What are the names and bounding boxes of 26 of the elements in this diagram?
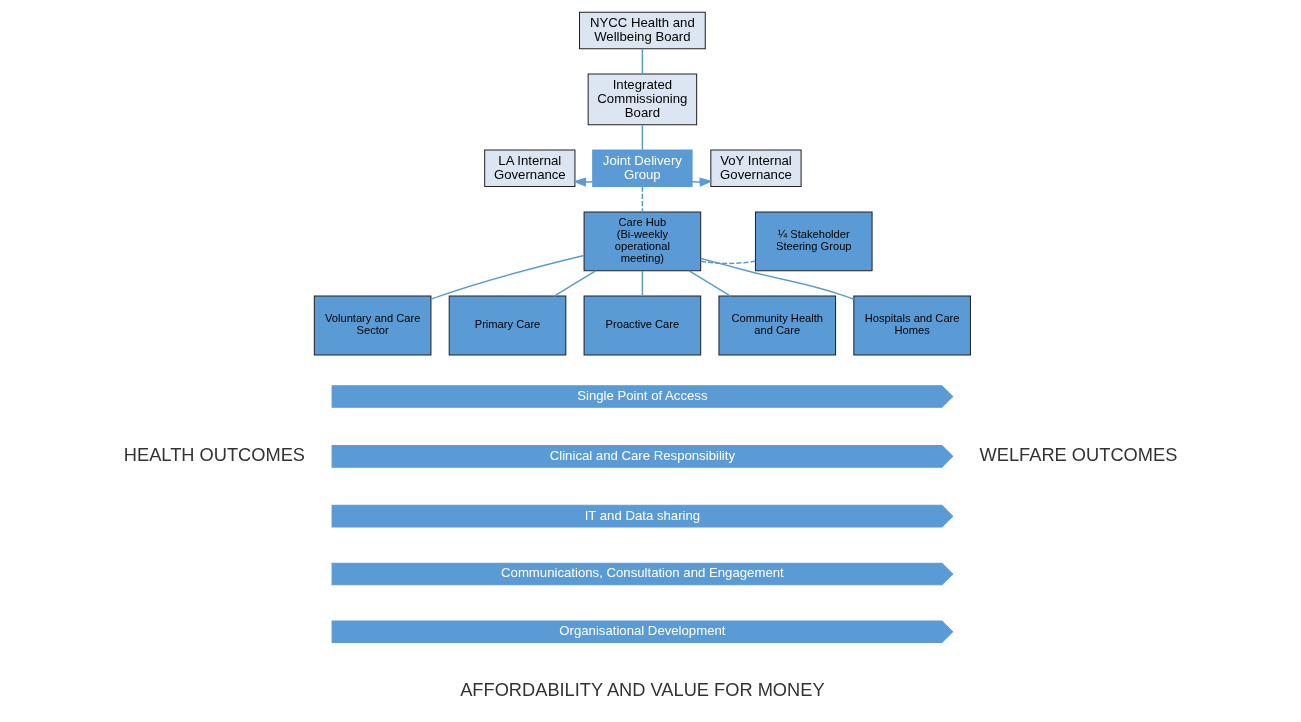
node-box: Hospitals and Care Homes [853, 295, 971, 356]
connector [641, 186, 644, 213]
node-box: Primary Care [448, 295, 567, 356]
node-box: Community Health and Care [718, 295, 837, 356]
connector [641, 48, 644, 75]
node-box: Joint Delivery Group [592, 149, 693, 188]
node-box: NYCC Health and Wellbeing Board [579, 11, 706, 50]
node-box: Care Hub (Bi-weekly operational meeting) [583, 211, 702, 272]
connector [700, 257, 855, 300]
node-box: Integrated Commissioning Board [587, 73, 698, 126]
connector [553, 270, 597, 297]
node-box: Proactive Care [583, 295, 702, 356]
label: HEALTH OUTCOMES [123, 443, 306, 465]
connector [641, 124, 644, 151]
arrow [572, 177, 594, 187]
node-box: LA Internal Governance [484, 149, 576, 188]
connector [688, 270, 732, 297]
label: WELFARE OUTCOMES [979, 443, 1178, 465]
connector [641, 270, 644, 297]
arrow [691, 177, 713, 187]
node-box: VoY Internal Governance [710, 149, 802, 188]
node-box: Voluntary and Care Sector [313, 295, 432, 356]
node-box: ¼ Stakeholder Steering Group [754, 211, 873, 272]
label: AFFORDABILITY AND VALUE FOR MONEY [460, 679, 825, 701]
connector [700, 260, 756, 265]
connector [430, 254, 585, 300]
